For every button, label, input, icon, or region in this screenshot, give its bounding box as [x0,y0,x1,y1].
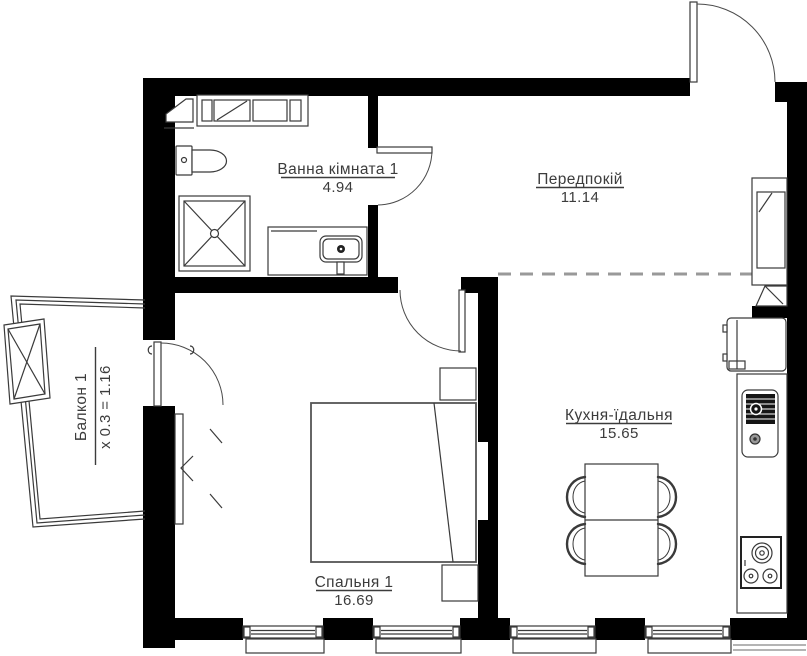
wall-bottom-5 [730,618,807,640]
wall-bottom-1 [143,618,243,640]
entrance-door-leaf [689,1,698,83]
wall-top [143,78,690,96]
bedroom-door [399,289,466,353]
window-kitchen-2 [644,625,732,654]
wall-niche [478,442,488,520]
air-conditioner [3,318,51,405]
entrance-door [689,1,776,83]
label-bathroom-name: Ванна кімната 1 [277,161,398,178]
tall-cabinet [751,177,788,307]
wall-bathroom-right-lower [368,205,378,277]
window-kitchen-1 [509,625,597,654]
corner-shelf [164,98,194,129]
toilet [175,145,228,176]
wall-left-lower [143,406,175,648]
dining-chairs [565,475,678,566]
label-kitchen-name: Кухня-їдальня [565,407,673,424]
door-handle-mark [147,345,153,355]
shower [178,195,251,272]
label-kitchen-area: 15.65 [599,425,639,442]
label-bedroom-area: 16.69 [334,592,374,609]
windows [242,625,732,654]
balcony-door-leaf [153,341,162,407]
bathroom-door-leaf [376,146,433,154]
kitchen-sink [741,389,779,458]
label-hallway-area: 11.14 [561,189,599,206]
wall-stub-kitchen [752,306,805,318]
wall-bottom-3 [460,618,510,640]
label-hallway-name: Передпокій [537,171,623,188]
sink-vanity [267,226,368,276]
stove [740,536,782,589]
window-bedroom-2 [372,625,462,654]
balcony-door [147,341,224,407]
bedroom-door-leaf [458,289,466,353]
label-bedroom-name: Спальня 1 [315,574,394,591]
wall-right [787,100,807,640]
balcony-door-swing [160,342,224,406]
door-handle-mark [189,345,195,355]
wall-bottom-2 [323,618,373,640]
wardrobe [174,413,223,525]
wall-bottom-4 [595,618,645,640]
nightstand-top [439,367,477,401]
bathroom-door [376,146,433,206]
wall-bathroom-bottom [175,277,398,293]
bedroom-door-swing [399,289,462,352]
exterior-walls [143,78,807,651]
fridge [722,317,787,372]
washing-machine [196,94,309,127]
balcony-glazing [10,295,146,528]
bathroom-door-swing [377,149,433,206]
label-bathroom-area: 4.94 [323,179,354,196]
label-balcony-formula: x 0.3 = 1.16 [97,365,114,449]
bed [310,402,477,563]
label-balcony-name: Балкон 1 [73,373,90,441]
interior-walls [175,96,805,618]
nightstand-bottom [441,564,479,602]
window-bedroom-1 [242,625,325,654]
room-labels: Ванна кімната 1 4.94 Передпокій 11.14 Ку… [73,161,673,609]
wall-top-right-corner [775,82,807,102]
dining-table [584,463,659,577]
entrance-door-swing [696,3,776,83]
wall-bathroom-right-upper [368,96,378,148]
